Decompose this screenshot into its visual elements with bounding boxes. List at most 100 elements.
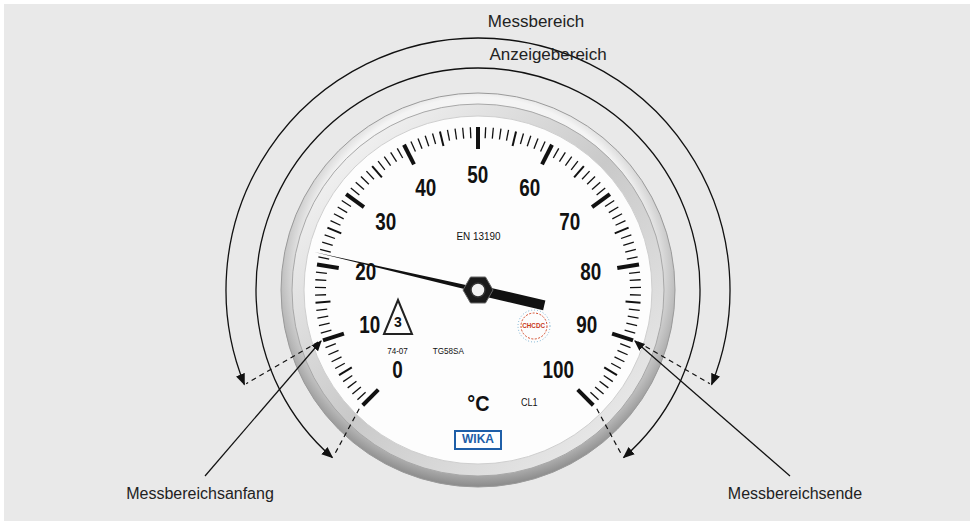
range-extension-line [638,342,710,384]
scale-tick [316,309,327,310]
range-extension-line [246,342,318,384]
scale-tick [447,130,449,141]
scale-tick [582,171,590,179]
callout-label: Messbereichsende [728,485,862,503]
scale-tick [627,257,638,259]
scale-tick [626,302,641,303]
scale-number: 70 [560,210,581,235]
scale-tick [322,242,333,245]
scale-tick [609,207,618,213]
scale-tick [604,367,617,375]
scale-tick [315,294,326,296]
leader-line [205,341,321,476]
scale-tick [315,279,326,281]
scale-tick [574,166,584,177]
scale-tick [615,357,625,362]
display-range-arc [256,68,700,458]
scale-tick [630,279,641,281]
scale-tick [571,161,578,170]
scale-tick [357,392,365,399]
scale-tick [342,201,351,207]
scale-tick [553,148,558,158]
scale-tick [605,201,614,207]
scale-tick [352,387,360,394]
scale-tick [411,141,416,151]
certification-mark: CHCDC [523,322,546,330]
scale-tick [578,390,594,406]
scale-tick [331,221,341,226]
scale-tick [328,350,338,354]
scale-tick [346,194,364,207]
scale-tick [628,316,639,318]
scale-tick [317,316,328,318]
scale-tick [565,157,571,166]
scale-tick [595,387,603,394]
scale-tick [418,138,422,148]
scale-tick [617,350,627,354]
scale-tick [520,133,523,144]
scale-tick [378,161,385,170]
scale-tick [592,182,600,189]
pointer [314,252,544,305]
scale-tick [616,221,626,226]
scale-tick [629,272,640,273]
scale-tick [630,294,641,296]
scale-tick [625,249,636,252]
range-extension-line [334,409,360,456]
accuracy-class: CL1 [521,397,538,408]
model-code: TG58SA [432,347,463,357]
scale-tick [440,132,444,147]
scale-tick [470,127,472,138]
scale-tick [404,145,414,165]
scale-number: 90 [576,313,597,338]
scale-number: 40 [416,176,437,201]
scale-tick [361,177,369,185]
scale-tick [320,249,331,252]
scale-tick [513,132,517,147]
scale-tick [630,287,641,288]
scale-tick [587,177,595,185]
scale-tick [612,334,633,341]
pointer-hub [463,277,493,303]
scale-tick [626,323,637,325]
scale-tick [348,381,357,388]
scale-number: 30 [375,210,396,235]
scale-tick [527,136,531,146]
scale-ticks [315,127,641,405]
scale-tick [356,182,364,189]
scale-tick [433,133,436,144]
scale-tick [326,344,336,348]
scale-tick [492,128,493,139]
standard-mark: EN 13190 [456,230,500,242]
callout-label: Messbereichsanfang [126,485,274,503]
range-label: Anzeigebereich [489,46,606,65]
scale-tick [617,265,639,268]
scale-number: 60 [519,176,540,201]
pointer-needle [314,252,478,292]
scale-tick [315,287,326,288]
scale-tick [542,145,552,165]
scale-tick [620,344,630,348]
scale-tick [600,381,609,388]
scale-tick [325,235,335,239]
scale-tick [534,138,538,148]
scale-tick [425,136,429,146]
scale-tick [343,375,352,381]
unit-label: °C [467,392,489,416]
scale-tick [384,157,390,166]
measuring-range-arc [226,38,730,384]
scale-tick [463,128,464,139]
scale-tick [317,265,339,268]
scale-tick [316,272,327,273]
scale-number: 20 [355,260,376,285]
scale-tick [318,257,329,259]
scale-tick [351,188,360,195]
scale-tick [506,130,508,141]
scale-tick [316,302,331,303]
scale-tick [334,214,344,219]
scale-number: 100 [543,358,574,383]
scale-tick [476,127,480,149]
scale-tick [372,166,382,177]
scale-tick [321,330,332,333]
scale-tick [391,152,397,161]
